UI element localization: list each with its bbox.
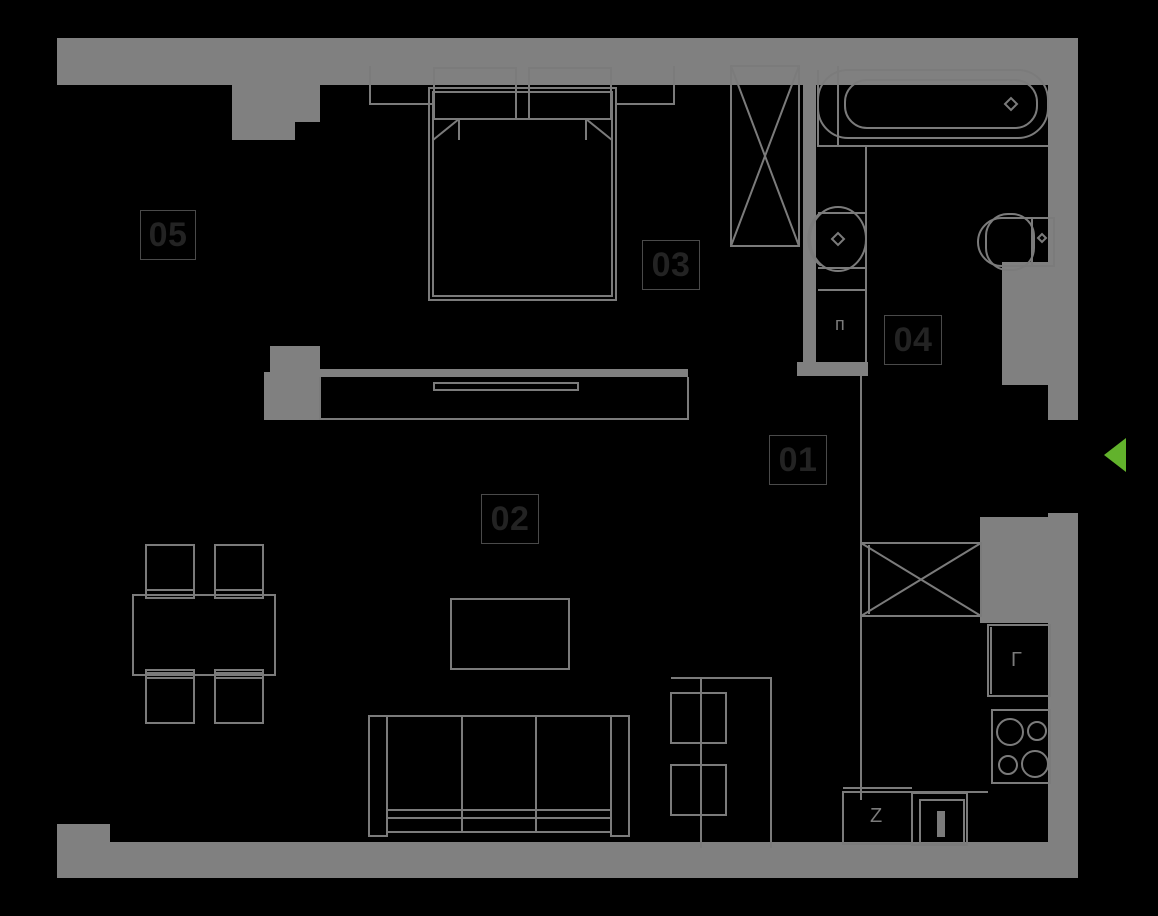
dining-chair-3 xyxy=(145,672,195,724)
kitchen-faucet xyxy=(937,811,945,837)
dining-chair-1 xyxy=(145,544,195,596)
dishwasher-glyph: Z xyxy=(870,806,882,826)
dining-chair-2-back xyxy=(214,589,264,599)
burner-small-1 xyxy=(1027,721,1047,741)
kitchen-cabinet-upper xyxy=(987,624,1051,697)
bathtub-drain-icon xyxy=(1003,96,1019,112)
wall-wardrobe-top-rail xyxy=(320,369,688,377)
room-tag-03[interactable]: 03 xyxy=(642,240,700,290)
room-tag-04[interactable]: 04 xyxy=(884,315,942,365)
dining-chair-4 xyxy=(214,672,264,724)
bed-duvet xyxy=(432,118,613,141)
nightstand-left xyxy=(369,66,432,105)
entrance-arrow-icon[interactable] xyxy=(1104,438,1126,472)
dining-chair-4-back xyxy=(214,669,264,679)
room-tag-05-label: 05 xyxy=(148,216,188,254)
refrigerator-glyph: Γ xyxy=(1011,650,1022,670)
wall-bath-bottom-stub xyxy=(797,362,868,376)
wall-right-lower xyxy=(1048,513,1078,878)
storage-cabinet-hall xyxy=(860,542,982,617)
bed-mattress xyxy=(432,91,613,297)
sofa-cushion-1 xyxy=(386,715,463,811)
dining-chair-2 xyxy=(214,544,264,596)
room-tag-02-label: 02 xyxy=(490,500,530,538)
toilet-seat xyxy=(985,213,1035,271)
wall-top-left-stub xyxy=(57,38,272,140)
sofa-cushion-3 xyxy=(535,715,612,811)
toilet-button-icon xyxy=(1036,232,1048,244)
wall-wardrobe-left-block2 xyxy=(264,372,284,420)
sofa-seat-base xyxy=(386,817,612,833)
kitchen-sink-inner xyxy=(919,799,965,845)
wall-bottom-left-step xyxy=(57,824,110,842)
nightstand-right xyxy=(616,66,675,105)
washbasin-drain-icon xyxy=(830,231,846,247)
washing-machine-glyph: п xyxy=(835,315,845,333)
wall-right-upper xyxy=(1048,38,1078,420)
wall-bottom xyxy=(57,842,1078,878)
bathtub-inner xyxy=(844,79,1038,129)
sofa-arm-left xyxy=(368,715,388,837)
coffee-table xyxy=(450,598,570,670)
bed-frame xyxy=(428,87,617,301)
wall-bath-right-ledge xyxy=(1002,262,1048,385)
dishwasher-glyph-label: Z xyxy=(870,805,883,827)
shelf-box-1 xyxy=(670,692,727,744)
room-tag-04-label: 04 xyxy=(893,321,933,359)
wall-group xyxy=(57,38,1078,878)
wardrobe-bedroom xyxy=(730,65,800,247)
shelf-box-2 xyxy=(670,764,727,816)
shelf-unit-outline xyxy=(671,677,772,848)
washbasin-bowl xyxy=(809,206,867,272)
storage-cabinet-hall-x xyxy=(860,542,982,617)
wardrobe-body xyxy=(319,377,689,420)
wall-bath-ledge-step xyxy=(1002,367,1060,385)
room-tag-02[interactable]: 02 xyxy=(481,494,539,544)
sofa-arm-right xyxy=(610,715,630,837)
room-tag-01[interactable]: 01 xyxy=(769,435,827,485)
wall-top xyxy=(57,38,1078,85)
washbasin-rim xyxy=(807,212,822,266)
burner-large-1 xyxy=(996,718,1024,746)
wall-kitchen-notch xyxy=(980,545,1005,623)
room-tag-01-label: 01 xyxy=(778,441,818,479)
furniture-group xyxy=(132,65,1055,848)
wall-wardrobe-left-tab xyxy=(278,352,300,372)
washing-machine-glyph-label: п xyxy=(835,314,845,334)
burner-large-2 xyxy=(1021,750,1049,778)
sofa-cushion-2 xyxy=(461,715,537,811)
refrigerator-glyph-label: Γ xyxy=(1011,649,1023,671)
room-tag-03-label: 03 xyxy=(651,246,691,284)
dining-chair-1-back xyxy=(145,589,195,599)
wardrobe-hanging-rail xyxy=(433,382,579,391)
burner-small-2 xyxy=(998,755,1018,775)
cooktop-four-burner xyxy=(991,709,1051,784)
room-tag-05[interactable]: 05 xyxy=(140,210,196,260)
wall-top-step-block xyxy=(232,85,320,140)
dining-chair-3-back xyxy=(145,669,195,679)
wall-bath-left-partition xyxy=(803,62,816,370)
wardrobe-bedroom-x xyxy=(730,65,800,247)
dining-table xyxy=(132,594,276,676)
